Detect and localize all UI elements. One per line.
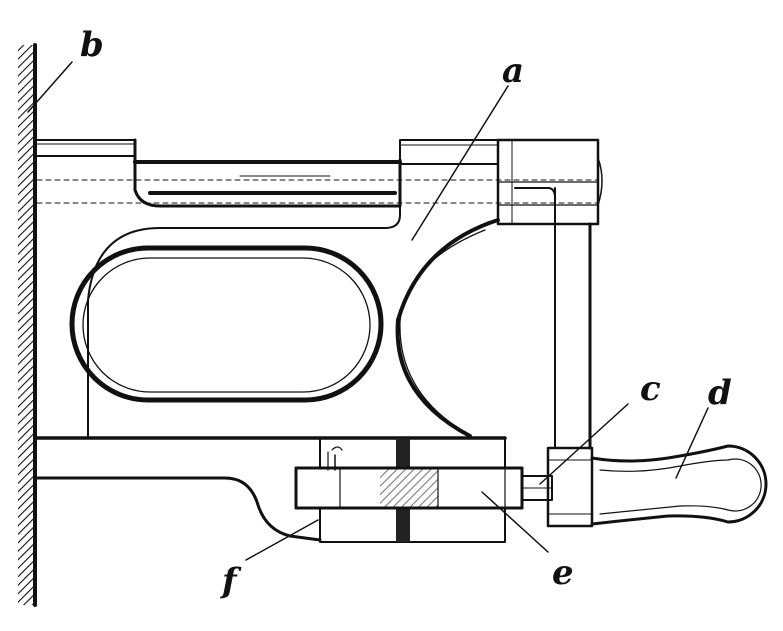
handle-d (546, 444, 768, 528)
label-b: b (80, 25, 104, 65)
collar-f (319, 437, 506, 543)
label-a: a (502, 51, 524, 91)
wall-b (18, 43, 37, 607)
bracket-body-a (33, 138, 603, 542)
label-c: c (640, 369, 661, 409)
label-d: d (708, 373, 732, 413)
sleeve-e (294, 466, 524, 510)
label-e: e (552, 553, 574, 593)
leader-lines (27, 61, 709, 561)
label-f: f (220, 561, 242, 601)
